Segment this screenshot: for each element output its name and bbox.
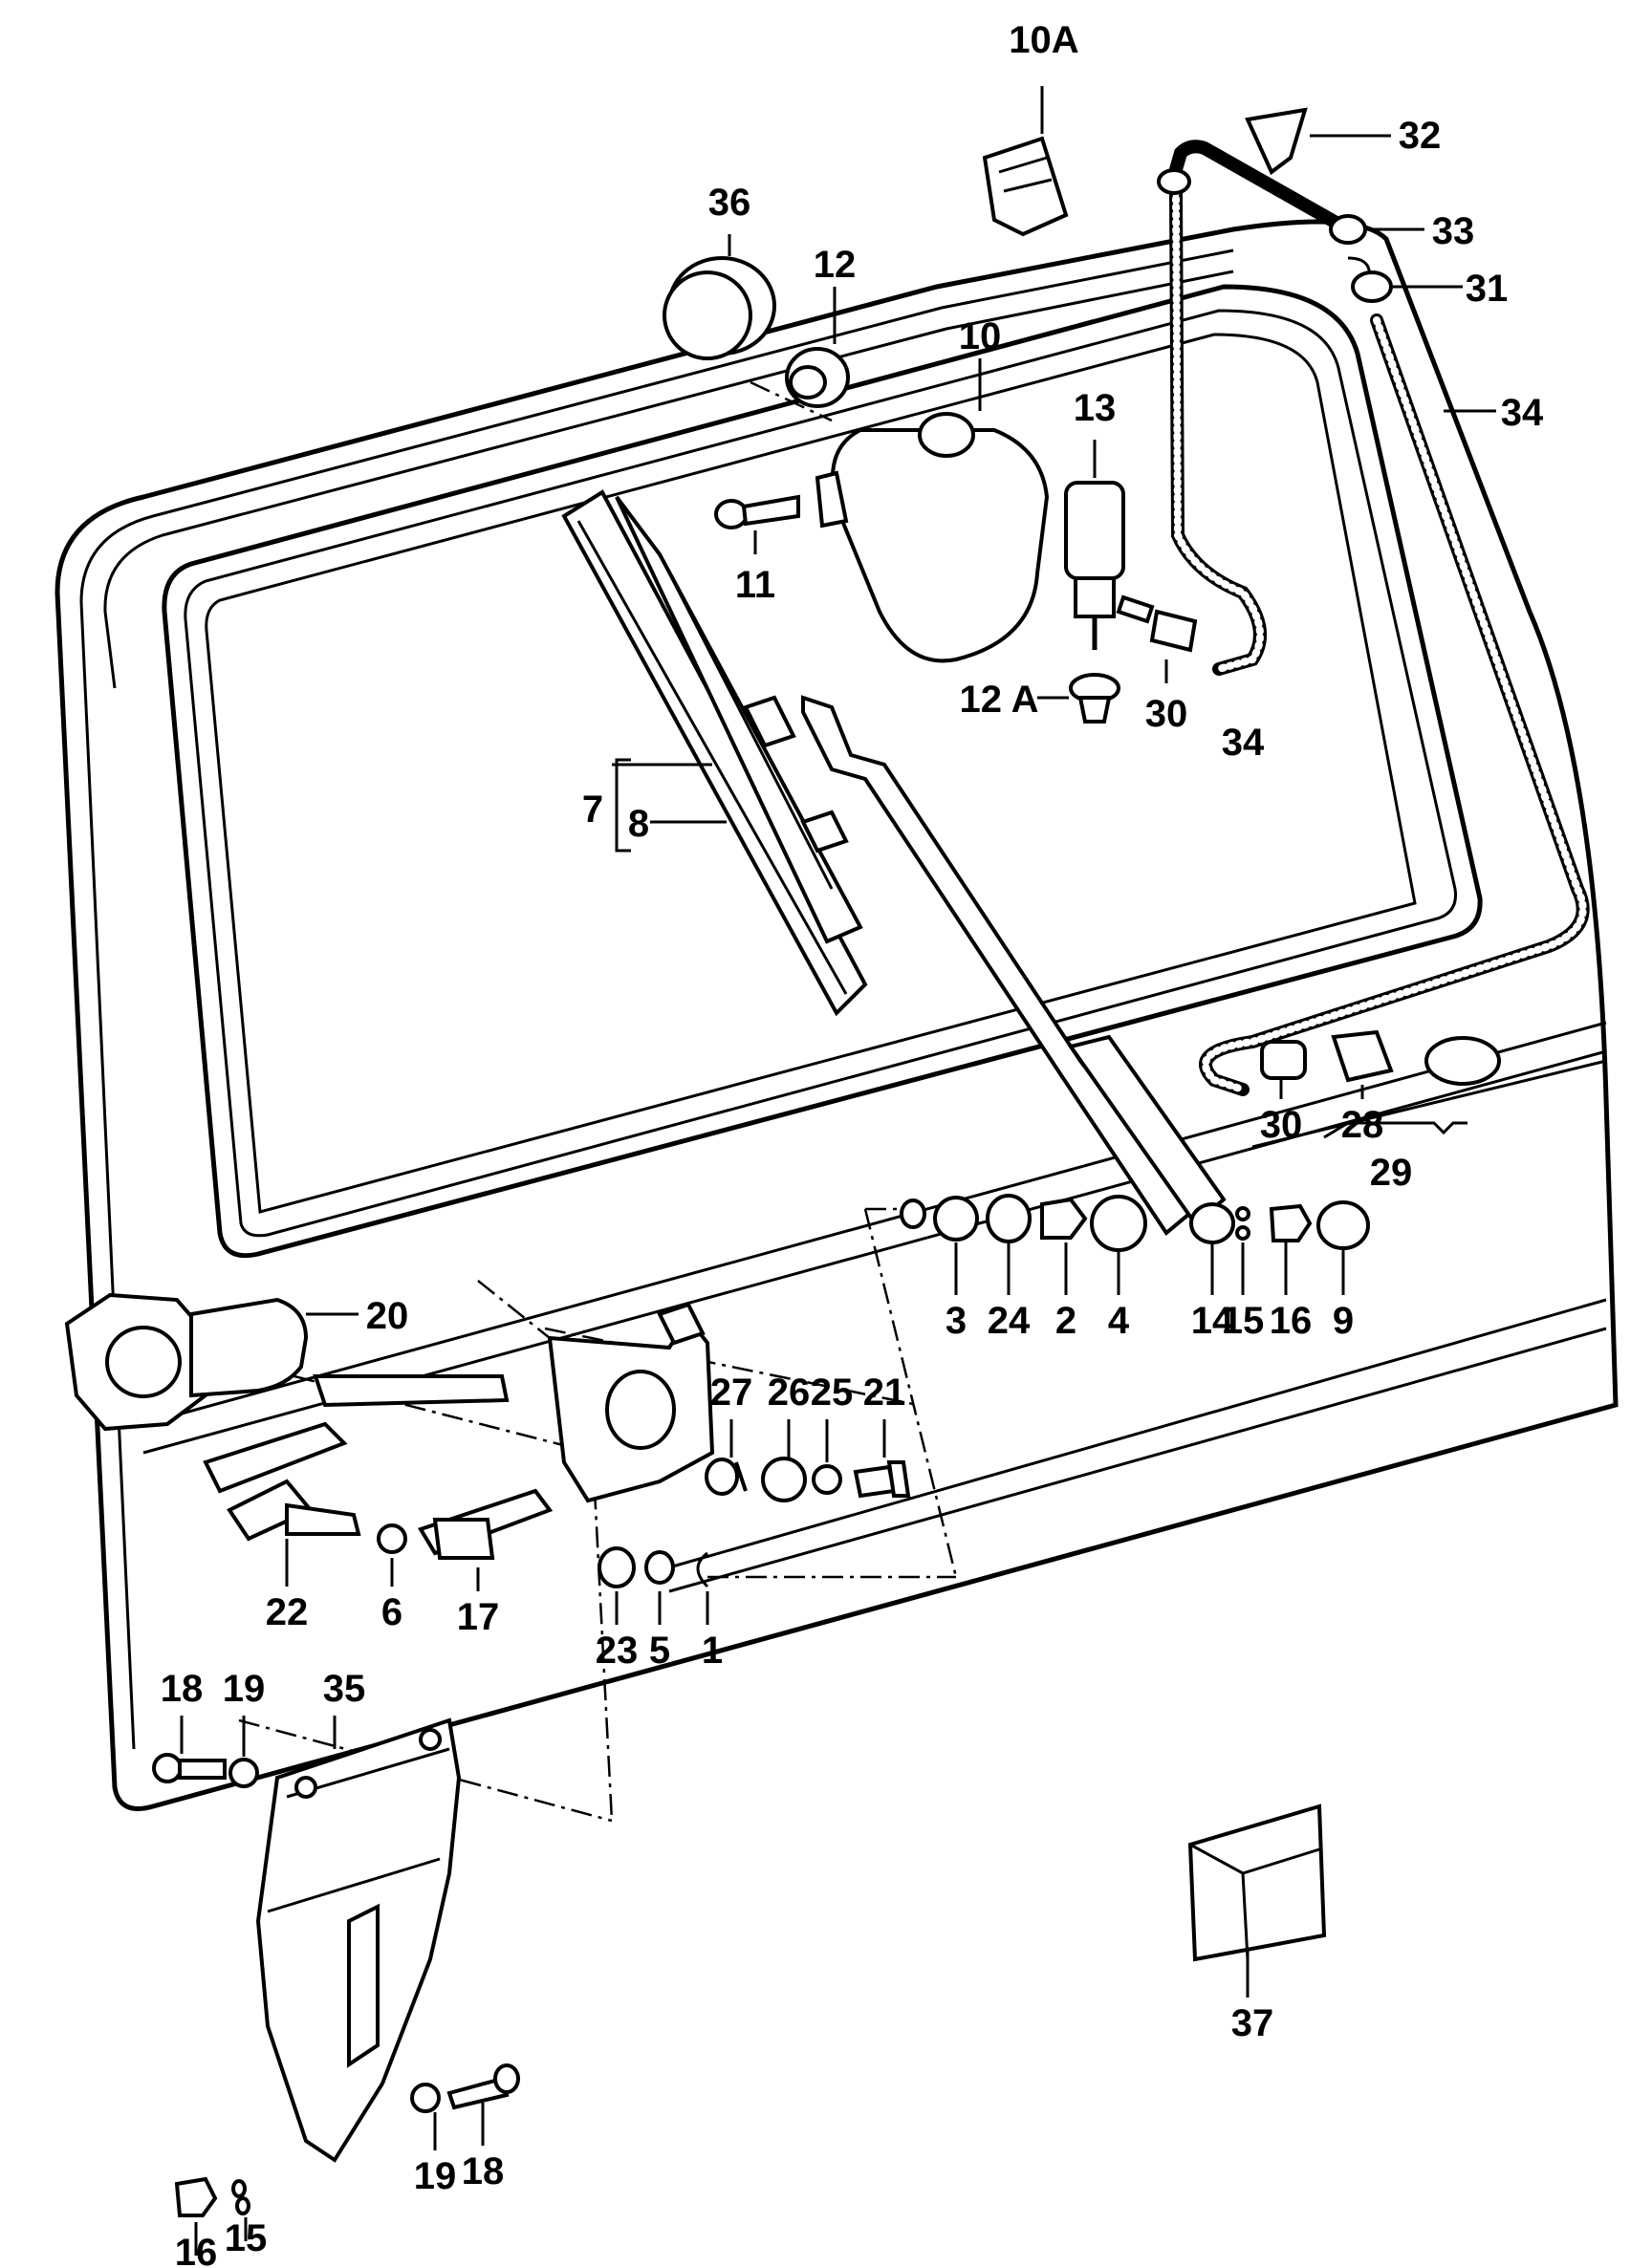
clip-32 — [1245, 107, 1391, 176]
grommet-12a — [1037, 673, 1120, 724]
wiper-motor-20 — [64, 1292, 359, 1432]
label-21: 21 — [863, 1372, 906, 1414]
label-14: 14 — [1191, 1300, 1234, 1342]
label-17: 17 — [457, 1596, 500, 1638]
linkage-22 — [203, 1374, 510, 1587]
bolt-18-19-top — [152, 1716, 259, 1788]
nozzle-assembly-29 — [1260, 1029, 1501, 1139]
washers-23-5-1 — [377, 1523, 709, 1625]
label-9: 9 — [1333, 1300, 1354, 1342]
label-32: 32 — [1399, 115, 1442, 157]
label-10a: 10A — [1009, 19, 1078, 61]
label-34-top: 34 — [1501, 392, 1544, 434]
label-3: 3 — [946, 1300, 967, 1342]
relay-37 — [1187, 1804, 1327, 1998]
bracket-top-27 — [657, 1302, 706, 1346]
label-33: 33 — [1432, 210, 1475, 252]
label-15-top: 15 — [1222, 1300, 1265, 1342]
wiper-arm-14 — [801, 695, 1235, 1244]
label-19-bottom: 19 — [414, 2155, 457, 2197]
mounting-plate — [418, 1315, 715, 1591]
label-37: 37 — [1231, 2002, 1274, 2044]
bracket-35 — [255, 1716, 462, 2163]
label-1: 1 — [702, 1630, 723, 1672]
label-36: 36 — [708, 182, 751, 224]
label-27: 27 — [710, 1372, 753, 1414]
label-19-top: 19 — [223, 1668, 266, 1710]
label-22: 22 — [266, 1591, 309, 1633]
label-11: 11 — [735, 564, 775, 606]
label-18-top: 18 — [161, 1668, 204, 1710]
label-26: 26 — [768, 1372, 811, 1414]
label-28: 28 — [1341, 1104, 1384, 1146]
label-12a: 12 A — [959, 679, 1038, 721]
label-35: 35 — [323, 1668, 366, 1710]
label-24: 24 — [988, 1300, 1031, 1342]
callout-labels: 10A 32 33 31 34 36 12 10 13 11 12 A 30 3… — [161, 19, 1544, 2268]
assembly-guide-lines — [219, 380, 958, 1823]
label-6: 6 — [381, 1591, 402, 1633]
label-18-bottom: 18 — [462, 2150, 505, 2192]
label-4: 4 — [1108, 1300, 1130, 1342]
label-2: 2 — [1055, 1300, 1076, 1342]
label-23: 23 — [596, 1630, 639, 1672]
grommet-31 — [1351, 270, 1463, 303]
label-20: 20 — [366, 1295, 409, 1337]
label-7: 7 — [582, 788, 603, 831]
filler-neck-12 — [785, 287, 850, 408]
label-16-bottom: 16 — [175, 2232, 218, 2268]
label-29: 29 — [1370, 1152, 1413, 1194]
label-30-bottom: 30 — [1260, 1104, 1303, 1146]
bolt-18-19-bottom — [410, 2063, 520, 2150]
bracket-7 — [615, 758, 631, 853]
label-10: 10 — [959, 315, 1002, 357]
label-30-top: 30 — [1145, 693, 1188, 735]
bolt-group — [705, 1419, 911, 1502]
label-15-bottom: 15 — [225, 2217, 268, 2259]
label-8: 8 — [628, 803, 649, 845]
spindle-hardware — [900, 1194, 1370, 1295]
label-5: 5 — [649, 1630, 670, 1672]
label-12: 12 — [814, 244, 857, 286]
cap-36 — [663, 234, 776, 360]
connector-30-top — [1149, 609, 1198, 683]
hose-34 — [1157, 140, 1590, 1096]
wiper-blade-7-8 — [561, 489, 868, 1017]
label-34-mid: 34 — [1222, 722, 1265, 764]
label-16-top: 16 — [1270, 1300, 1313, 1342]
nut-16-clip-15-bottom — [174, 2176, 250, 2256]
washer-reservoir-10 — [815, 358, 1050, 663]
washer-pump-13 — [1064, 440, 1155, 650]
clip-10a — [982, 86, 1069, 237]
label-13: 13 — [1074, 387, 1117, 429]
label-25: 25 — [811, 1372, 854, 1414]
screw-11 — [714, 494, 800, 554]
label-31: 31 — [1466, 268, 1509, 310]
